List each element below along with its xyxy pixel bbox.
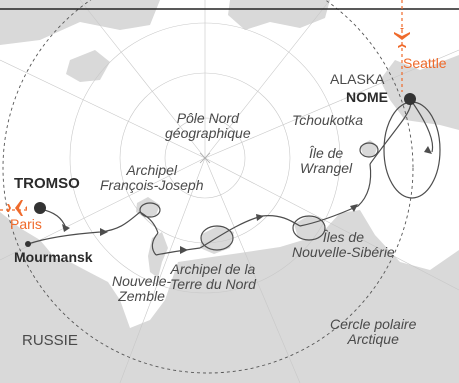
- nome-dot: [404, 93, 416, 105]
- label-seattle: Seattle: [403, 55, 447, 71]
- label-paris: Paris: [10, 216, 42, 232]
- label-nome: NOME: [346, 89, 388, 105]
- arctic-ocean: [0, 0, 459, 328]
- label-russia: RUSSIE: [22, 332, 78, 349]
- north-pole-marker: [199, 152, 211, 164]
- airplane-icon: [394, 28, 410, 48]
- label-novaya-zemlya: Nouvelle-Zemble: [112, 273, 172, 304]
- canadian-archipelago: [228, 0, 330, 30]
- label-murmansk: Mourmansk: [14, 249, 93, 265]
- arctic-circle-line: [2, 0, 414, 374]
- new-siberian-islands: [294, 216, 326, 240]
- route-arrows: [62, 146, 432, 254]
- airplane-icon: [7, 200, 27, 216]
- label-alaska: ALASKA: [330, 71, 385, 87]
- label-tromso: TROMSO: [14, 175, 80, 192]
- tromso-dot: [34, 202, 46, 214]
- murmansk-dot: [25, 241, 31, 247]
- greenland: [0, 0, 160, 45]
- label-chukotka: Tchoukotka: [292, 112, 364, 128]
